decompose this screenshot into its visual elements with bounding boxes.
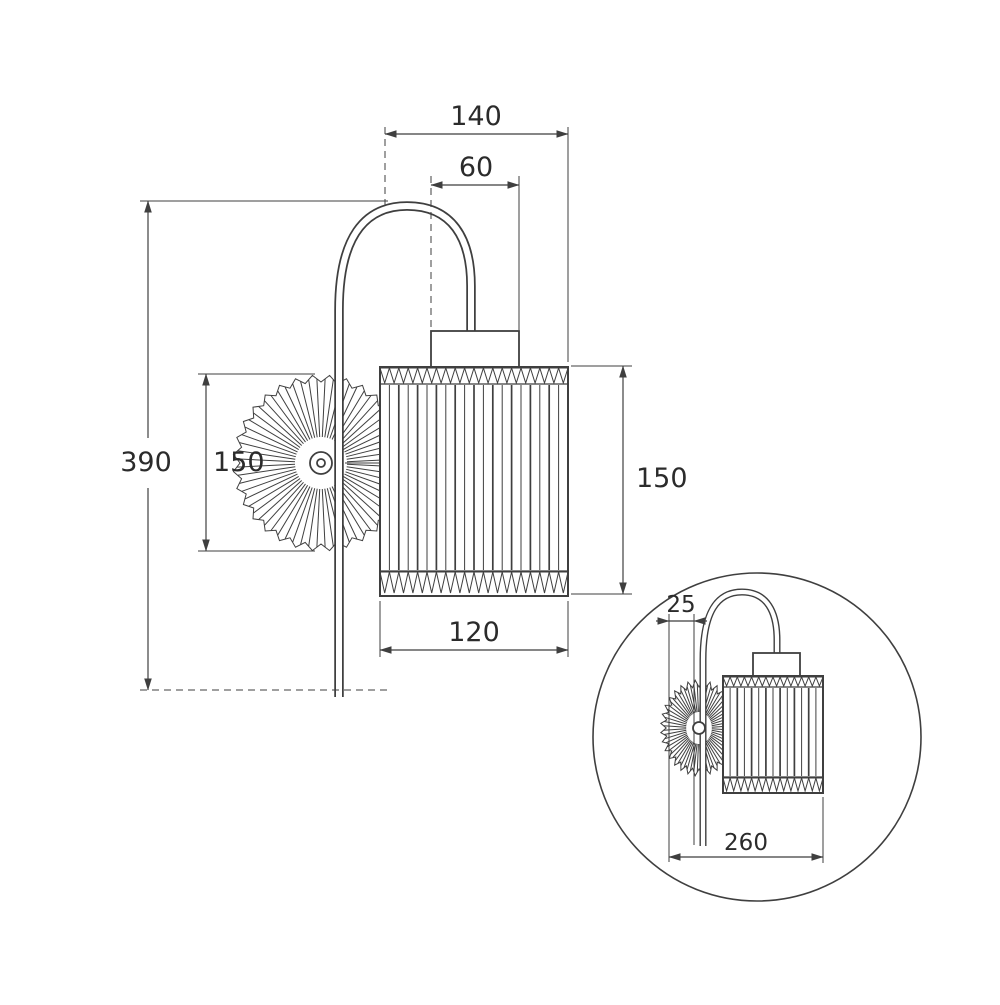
socket-cap — [430, 330, 520, 369]
dim-label-120: 120 — [448, 617, 500, 648]
dimensions-front: 140 60 390 150 150 — [120, 101, 688, 691]
dim-label-390: 390 — [120, 447, 172, 478]
detail-inset: 25 260 — [592, 572, 922, 902]
shade-bottom-prisms — [379, 571, 569, 594]
dim-width-overall: 140 — [384, 101, 569, 362]
inset-rosette — [659, 678, 739, 778]
dim-backplate: 150 — [198, 373, 315, 552]
dim-shade-height: 150 — [571, 365, 688, 595]
inset-lamp-arm-inner — [700, 589, 780, 846]
dim-label-60: 60 — [459, 152, 493, 183]
dim-shade-diameter: 120 — [379, 601, 569, 657]
dim-cap-width: 60 — [430, 152, 520, 330]
inset-shade — [722, 675, 824, 794]
rosette-hub-center — [316, 458, 326, 468]
dim-plate-depth: 25 — [656, 592, 707, 625]
shade — [379, 366, 569, 597]
inset-socket-cap — [752, 652, 801, 678]
dim-projection: 260 — [668, 797, 824, 863]
dim-height-overall: 390 — [120, 200, 390, 691]
shade-flutes — [388, 385, 560, 570]
lamp-arm-inner — [336, 202, 474, 697]
dim-label-150-backplate: 150 — [213, 447, 265, 478]
dim-label-260: 260 — [724, 830, 768, 856]
shade-top-prisms — [379, 367, 569, 385]
dim-label-25: 25 — [666, 592, 695, 618]
dim-label-140: 140 — [450, 101, 502, 132]
front-view — [232, 201, 569, 697]
dim-label-150-shade: 150 — [636, 463, 688, 494]
inset-rosette-hub — [692, 721, 706, 735]
